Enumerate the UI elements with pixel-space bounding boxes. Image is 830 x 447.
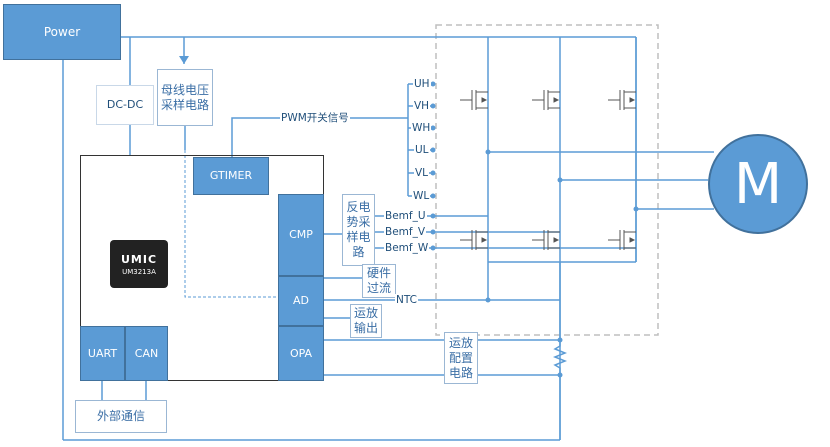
wl-label: WL: [412, 190, 431, 202]
uh-label: UH: [413, 78, 431, 90]
vl-label: VL: [414, 167, 430, 179]
mcu-internal-dashed-link: [184, 150, 278, 298]
chip-brand: UMIC: [120, 252, 158, 266]
wh-label: WH: [411, 122, 432, 134]
arrow-head: [179, 56, 189, 64]
bemf-w-label: Bemf_W: [384, 242, 430, 254]
mcu-chip-icon: UMIC UM3213A: [110, 240, 168, 288]
bus-voltage-sampling-block: 母线电压采样电路: [157, 69, 213, 126]
ul-label: UL: [414, 144, 430, 156]
hw-overcurrent-block: 硬件过流: [362, 264, 396, 298]
cmp-block: CMP: [278, 194, 324, 276]
external-comm-block: 外部通信: [75, 400, 167, 433]
gtimer-block: GTIMER: [193, 157, 269, 195]
uart-block: UART: [80, 326, 125, 381]
opamp-config-block: 运放配置电路: [444, 332, 478, 384]
vh-label: VH: [413, 100, 431, 112]
can-block: CAN: [125, 326, 168, 381]
opamp-output-block: 运放输出: [350, 304, 382, 338]
motor-icon: M: [708, 134, 808, 234]
inverter-region: [435, 24, 659, 336]
chip-model: UM3213A: [122, 267, 156, 276]
pwm-label: PWM开关信号: [280, 112, 350, 124]
bemf-v-label: Bemf_V: [384, 226, 427, 238]
bemf-u-label: Bemf_U: [384, 210, 427, 222]
mosfet-switches: [460, 90, 636, 250]
power-block: Power: [3, 4, 121, 60]
ad-block: AD: [278, 276, 324, 326]
shunt-resistor: [552, 340, 568, 440]
opa-block: OPA: [278, 326, 324, 381]
bemf-sampling-block: 反电势采样电路: [342, 194, 375, 266]
dcdc-block: DC-DC: [96, 85, 154, 125]
ntc-label: NTC: [395, 294, 418, 306]
